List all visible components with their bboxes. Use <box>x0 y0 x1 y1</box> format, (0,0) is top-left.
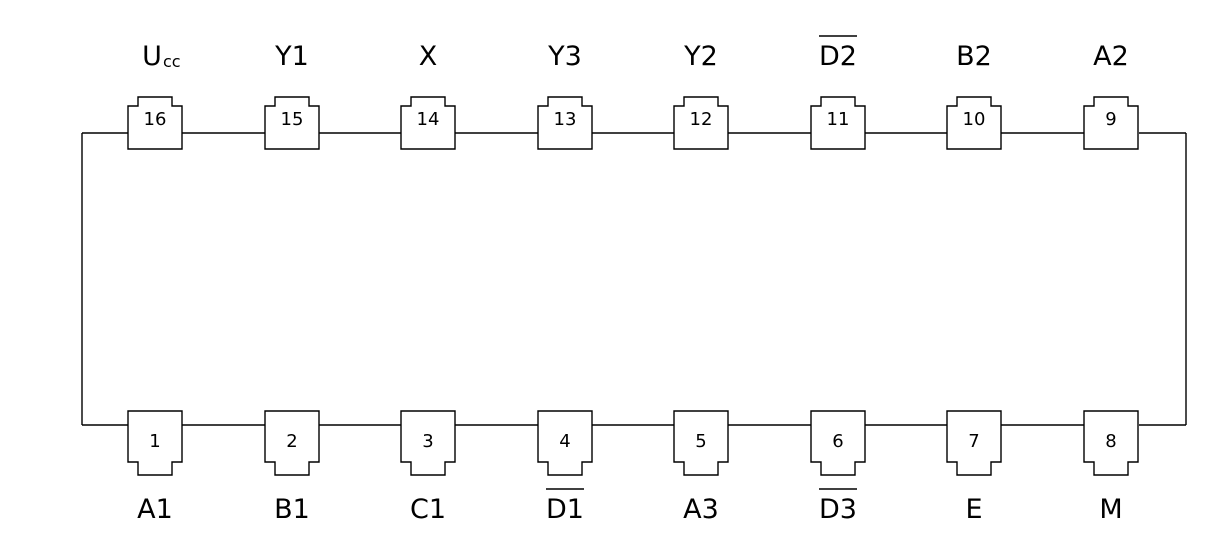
pin-number: 4 <box>559 431 570 452</box>
pin-10: 10 B2 <box>946 41 1002 150</box>
pin-label: E <box>965 494 982 525</box>
pin-label: X <box>419 41 438 72</box>
pin-connector-lines <box>182 132 1084 426</box>
pin-box <box>1083 96 1139 150</box>
pin-7: 7E <box>946 410 1002 525</box>
pin-2: 2B1 <box>264 410 320 525</box>
pin-box <box>264 410 320 476</box>
pin-number: 5 <box>695 431 706 452</box>
pin-box <box>400 96 456 150</box>
pin-number: 16 <box>144 109 167 130</box>
pin-box <box>537 96 593 150</box>
pin-label: Y1 <box>274 41 309 72</box>
pin-label: D1 <box>546 494 584 525</box>
pin-box <box>537 410 593 476</box>
pin-number: 3 <box>422 431 433 452</box>
pin-number: 6 <box>832 431 843 452</box>
chip-outline <box>81 132 1187 426</box>
pin-number: 1 <box>149 431 160 452</box>
pin-label: B2 <box>956 41 992 72</box>
pin-label: C1 <box>410 494 446 525</box>
pin-1: 1A1 <box>127 410 183 525</box>
pin-box <box>946 96 1002 150</box>
pin-number: 14 <box>417 109 440 130</box>
pin-number: 8 <box>1105 431 1116 452</box>
pin-label-subscript: cc <box>163 52 181 71</box>
pin-label: D2 <box>819 41 857 72</box>
pin-6: 6D3 <box>810 410 866 525</box>
pin-box <box>127 96 183 150</box>
pin-number: 7 <box>968 431 979 452</box>
pin-number: 10 <box>963 109 986 130</box>
pin-box <box>400 410 456 476</box>
pin-number: 9 <box>1105 109 1116 130</box>
pin-13: 13 Y3 <box>537 41 593 150</box>
pin-box <box>264 96 320 150</box>
pin-box <box>810 96 866 150</box>
pin-box <box>127 410 183 476</box>
pin-label: U <box>142 41 162 72</box>
pin-box <box>1083 410 1139 476</box>
pin-label: M <box>1099 494 1122 525</box>
pin-box <box>946 410 1002 476</box>
pin-label: Y2 <box>683 41 718 72</box>
pin-number: 13 <box>554 109 577 130</box>
pin-label: Y3 <box>547 41 582 72</box>
pin-number: 12 <box>690 109 713 130</box>
pin-number: 11 <box>827 109 850 130</box>
pin-label: A3 <box>683 494 719 525</box>
pin-8: 8M <box>1083 410 1139 525</box>
pin-label: A2 <box>1093 41 1129 72</box>
pin-label: D3 <box>819 494 857 525</box>
pin-5: 5A3 <box>673 410 729 525</box>
pin-number: 2 <box>286 431 297 452</box>
pin-11: 11 D2 <box>810 35 866 150</box>
pin-12: 12 Y2 <box>673 41 729 150</box>
pin-label: A1 <box>137 494 173 525</box>
pin-9: 9 A2 <box>1083 41 1139 150</box>
pin-number: 15 <box>281 109 304 130</box>
pin-4: 4D1 <box>537 410 593 525</box>
pin-box <box>673 410 729 476</box>
pin-box <box>673 96 729 150</box>
pin-3: 3C1 <box>400 410 456 525</box>
pin-14: 14 X <box>400 41 456 150</box>
pin-label: B1 <box>274 494 310 525</box>
pin-box <box>810 410 866 476</box>
pin-15: 15 Y1 <box>264 41 320 150</box>
